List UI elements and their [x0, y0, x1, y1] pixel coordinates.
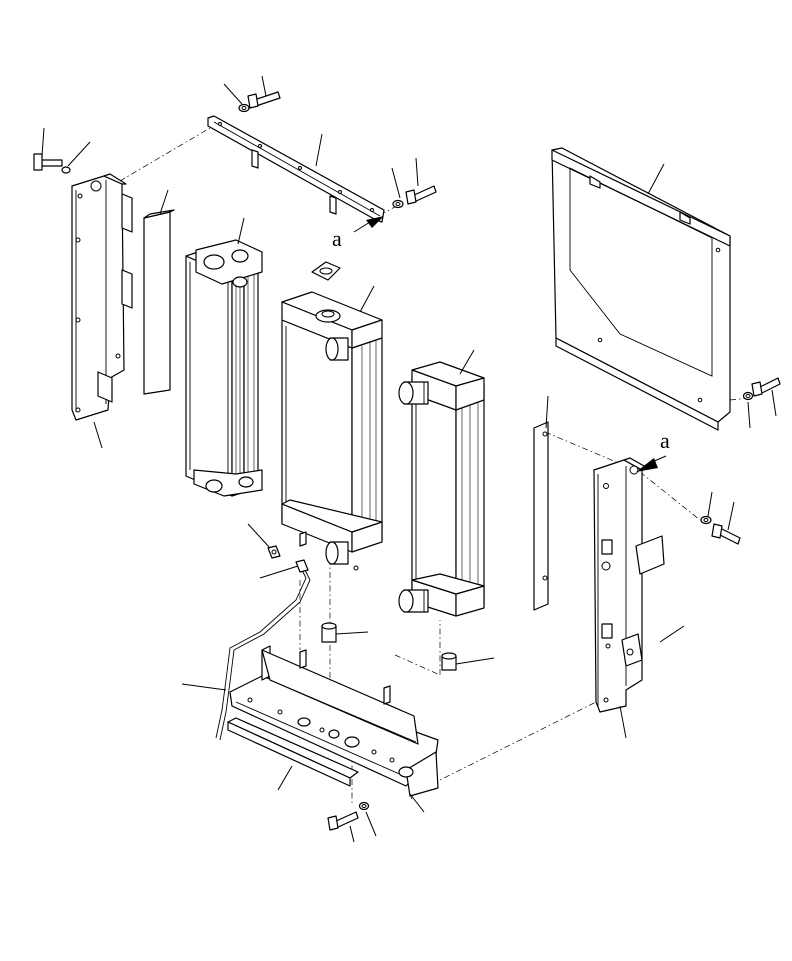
bolt-top-center [247, 91, 281, 109]
ref-arrow-upper [353, 216, 384, 233]
ref-label-a-upper: a [332, 226, 342, 251]
mount-cushion-lower [441, 652, 457, 671]
top-bracket-bar [207, 115, 385, 223]
radiator-cap [311, 261, 341, 281]
left-seal-pad [143, 209, 175, 395]
ref-label-a-right: a [660, 428, 670, 453]
bottom-support-frame [229, 645, 439, 797]
fan-shroud-plate [551, 147, 731, 431]
bolt-bottom [327, 811, 359, 831]
ref-arrow-right [636, 455, 667, 472]
bolt-top-left [33, 153, 63, 171]
aftercooler [398, 361, 485, 617]
bolt-top-right [405, 185, 437, 205]
bolts [33, 91, 781, 831]
right-seal-strip [533, 421, 549, 611]
bolt-right-lower [711, 523, 741, 545]
bolt-right-upper [751, 377, 781, 397]
mount-cushion-upper [321, 622, 337, 643]
bottom-seal-strip [227, 717, 359, 787]
left-side-bracket [71, 173, 133, 421]
drain-valve [267, 531, 307, 559]
leader-lines [41, 75, 777, 843]
drain-hose [215, 559, 311, 741]
right-side-bracket [593, 457, 665, 713]
oil-cooler [185, 239, 263, 497]
alignment-lines [107, 127, 751, 805]
radiator [281, 291, 383, 571]
washers [61, 103, 754, 811]
